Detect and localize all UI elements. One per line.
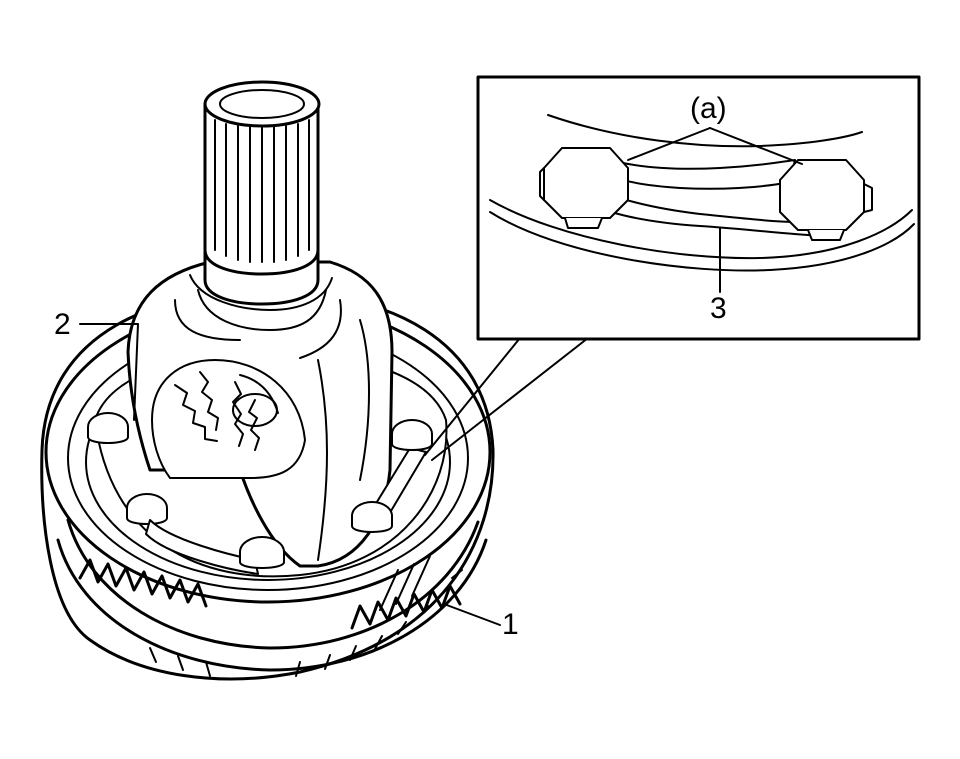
label-ring-gear: 1 [502,608,519,641]
label-differential-case: 2 [54,308,71,341]
bolt [391,419,433,451]
bolt [126,493,168,525]
inset-callout-lines [424,337,589,461]
bolt-head [539,147,629,229]
leader-line-1 [443,603,501,626]
lock-plate [145,519,259,575]
bolt [351,501,393,533]
label-detail-a: (a) [690,92,727,125]
bolt-head [779,159,873,241]
bolt [239,536,285,569]
leader-line-2 [79,323,139,421]
splined-shaft [203,80,321,306]
bolt [87,412,129,444]
label-lock-plate: 3 [710,292,727,325]
detail-inset [476,75,921,341]
